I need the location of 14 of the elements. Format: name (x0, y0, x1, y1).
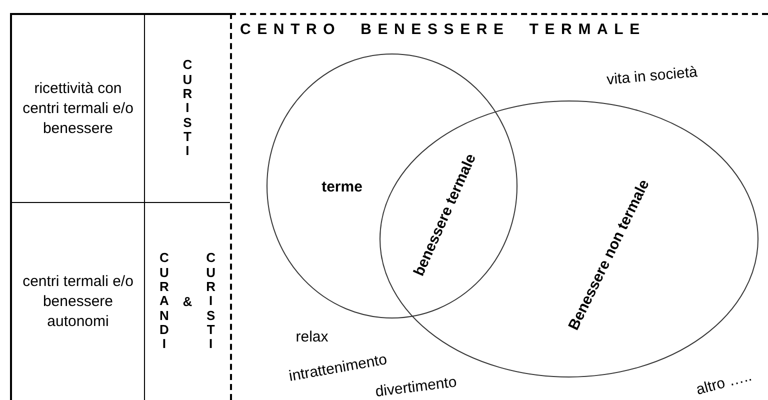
table-cell (10, 13, 145, 202)
cell-text: ricettività con centri termali e/o benessere (22, 78, 134, 138)
activity-label: vita in società (606, 64, 698, 88)
ampersand: & (182, 292, 192, 311)
vertical-text: CURISTI (206, 251, 216, 352)
vertical-text: CURANDI (159, 251, 170, 352)
table-cell (10, 202, 145, 400)
activity-label: altro ….. (694, 368, 754, 398)
set-label: terme (322, 180, 362, 194)
vertical-text: CURISTI (182, 58, 193, 159)
cell-text: centri termali e/o benessere autonomi (22, 272, 134, 332)
activity-label: relax (296, 330, 328, 344)
region-title: CENTRO BENESSERE TERMALE (240, 20, 646, 40)
dashed-region (230, 13, 768, 400)
